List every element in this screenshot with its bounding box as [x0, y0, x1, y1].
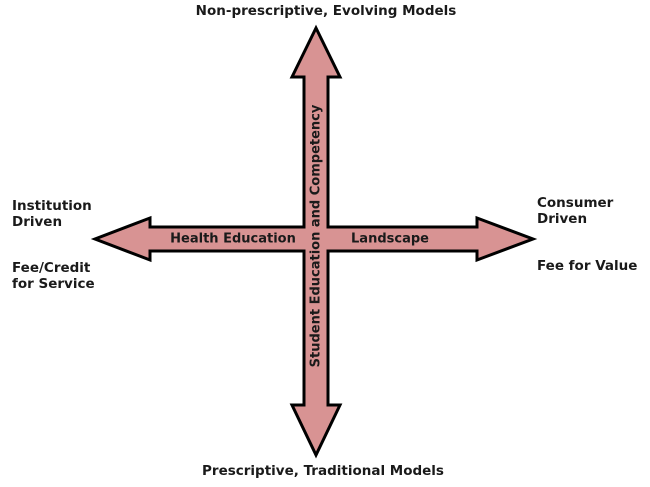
horizontal-arrow-label-right: Landscape [351, 231, 429, 247]
right-axis-label-consumer-driven: Consumer Driven [537, 195, 614, 227]
top-axis-label: Non-prescriptive, Evolving Models [195, 3, 457, 19]
left-axis-label-fee-credit-for-service: Fee/Credit for Service [12, 260, 95, 292]
right-axis-label-fee-for-value: Fee for Value [537, 258, 638, 274]
bottom-axis-label: Prescriptive, Traditional Models [202, 463, 444, 479]
horizontal-arrow-label-left: Health Education [170, 231, 296, 247]
vertical-arrow-label: Student Education and Competency [308, 104, 324, 368]
left-axis-label-institution-driven: Institution Driven [12, 198, 92, 230]
four-headed-arrow-icon [90, 24, 538, 459]
